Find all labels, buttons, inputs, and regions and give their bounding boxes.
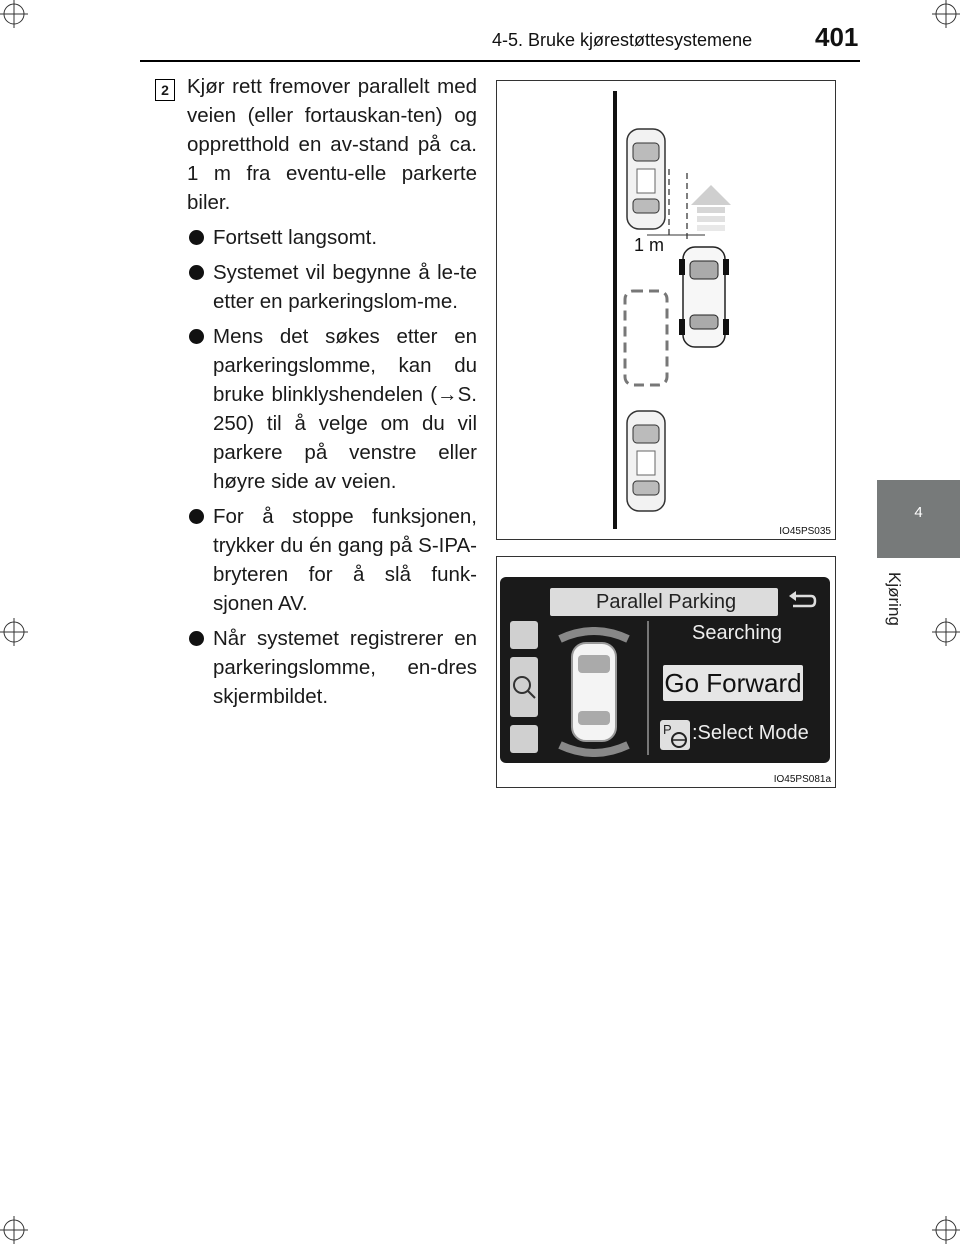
bullet-item: Systemet vil begynne å le-te etter en pa… (187, 258, 477, 316)
step-number-badge: 2 (155, 79, 175, 101)
bullet-item: For å stoppe funksjonen, trykker du én g… (187, 502, 477, 618)
parking-mode-icon[interactable]: P (660, 720, 690, 750)
figure-code: IO45PS081a (773, 774, 831, 785)
bullet-icon (189, 509, 204, 524)
chapter-number: 4 (914, 504, 923, 521)
bullet-item: Fortsett langsomt. (187, 223, 477, 252)
bullet-text: Når systemet registrerer en parkeringslo… (213, 627, 477, 708)
select-mode-label: :Select Mode (692, 722, 809, 744)
svg-text:P: P (663, 722, 672, 737)
back-icon[interactable] (787, 588, 819, 614)
side-button[interactable] (510, 725, 538, 753)
parking-slot-outline (623, 289, 669, 387)
screen-divider (647, 621, 649, 755)
bullet-icon (189, 631, 204, 646)
search-side-button[interactable] (510, 657, 538, 717)
bullet-text: Mens det søkes etter en parkeringslomme,… (213, 325, 477, 493)
bullet-text: Fortsett langsomt. (213, 226, 378, 249)
figure-code: IO45PS035 (779, 526, 831, 537)
parked-car-icon (626, 410, 666, 512)
chapter-tab: 4 (877, 480, 960, 558)
step-intro: Kjør rett fremover parallelt med veien (… (187, 75, 477, 214)
search-status: Searching (692, 622, 783, 644)
chapter-label: Kjøring (885, 572, 904, 626)
step-text: Kjør rett fremover parallelt med veien (… (187, 72, 477, 717)
own-car-icon (679, 246, 729, 348)
screen-title: Parallel Parking (550, 588, 778, 616)
bullet-item: Når systemet registrerer en parkeringslo… (187, 624, 477, 711)
bullet-icon (189, 265, 204, 280)
magnifier-icon (513, 676, 536, 699)
bullet-icon (189, 230, 204, 245)
bullet-text: For å stoppe funksjonen, trykker du én g… (213, 505, 477, 615)
forward-arrow-icon (691, 185, 731, 231)
page-number: 401 (815, 22, 859, 52)
parking-diagram: 1 m (613, 91, 731, 529)
section-title: 4-5. Bruke kjørestøttesystemene (492, 30, 753, 50)
distance-label: 1 m (634, 235, 664, 255)
side-button[interactable] (510, 621, 538, 649)
bullet-text: Systemet vil begynne å le-te etter en pa… (213, 261, 477, 313)
display-screen: Parallel Parking Searching Go Forward P … (500, 577, 830, 763)
car-sensor-icon (558, 627, 630, 757)
parking-diagram-figure: 1 m IO45PS035 (496, 80, 836, 540)
bullet-icon (189, 329, 204, 344)
instruction-box: Go Forward (663, 665, 803, 701)
bullet-item: Mens det søkes etter en parkeringslomme,… (187, 322, 477, 496)
parked-car-icon (626, 128, 666, 230)
header-rule (140, 60, 860, 62)
